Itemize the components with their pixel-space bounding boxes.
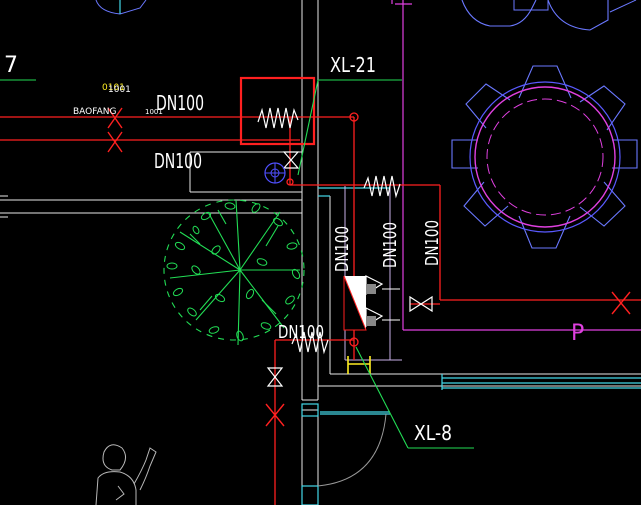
- spring-hanger-icon: [257, 107, 401, 355]
- tag-label-small: 1001: [145, 108, 163, 116]
- flange-fitting: [347, 356, 371, 374]
- baofang-label: BAOFANG: [73, 107, 116, 117]
- person-icon: [95, 444, 157, 505]
- dn-label-vertical-2: DN100: [380, 222, 401, 268]
- gate-valve-icon: [266, 151, 300, 387]
- pressure-tank: [343, 275, 400, 331]
- dn-label-lower: DN100: [278, 322, 324, 343]
- tree-icon: [163, 199, 305, 346]
- dn-label-vertical-3: DN100: [422, 220, 443, 266]
- butterfly-valve-icon: [409, 295, 433, 313]
- selection-highlight[interactable]: [239, 76, 316, 146]
- pipes: [0, 116, 641, 505]
- riser-label-bottom: XL-8: [414, 421, 452, 445]
- room-boundary: [391, 0, 641, 331]
- tag-label-top-overlay: 0101: [102, 83, 125, 93]
- riser-label-top: XL-21: [330, 53, 376, 77]
- pipe-nodes: [286, 112, 359, 347]
- fire-hydrant-icon: [264, 162, 286, 184]
- pump-label: P: [571, 321, 584, 346]
- leader-lines: [0, 79, 474, 449]
- door-swing: [317, 413, 387, 487]
- round-table-icon: [95, 0, 638, 249]
- dn-label-vertical-1: DN100: [332, 226, 353, 272]
- edge-number-label: 7: [4, 53, 18, 78]
- cross-fitting-icon: [107, 107, 631, 427]
- dn-label-main-top: DN100: [156, 91, 204, 115]
- window-lines: [119, 0, 641, 505]
- dn-label-main-mid: DN100: [154, 149, 202, 173]
- tag-label-top: 1001: [108, 85, 131, 95]
